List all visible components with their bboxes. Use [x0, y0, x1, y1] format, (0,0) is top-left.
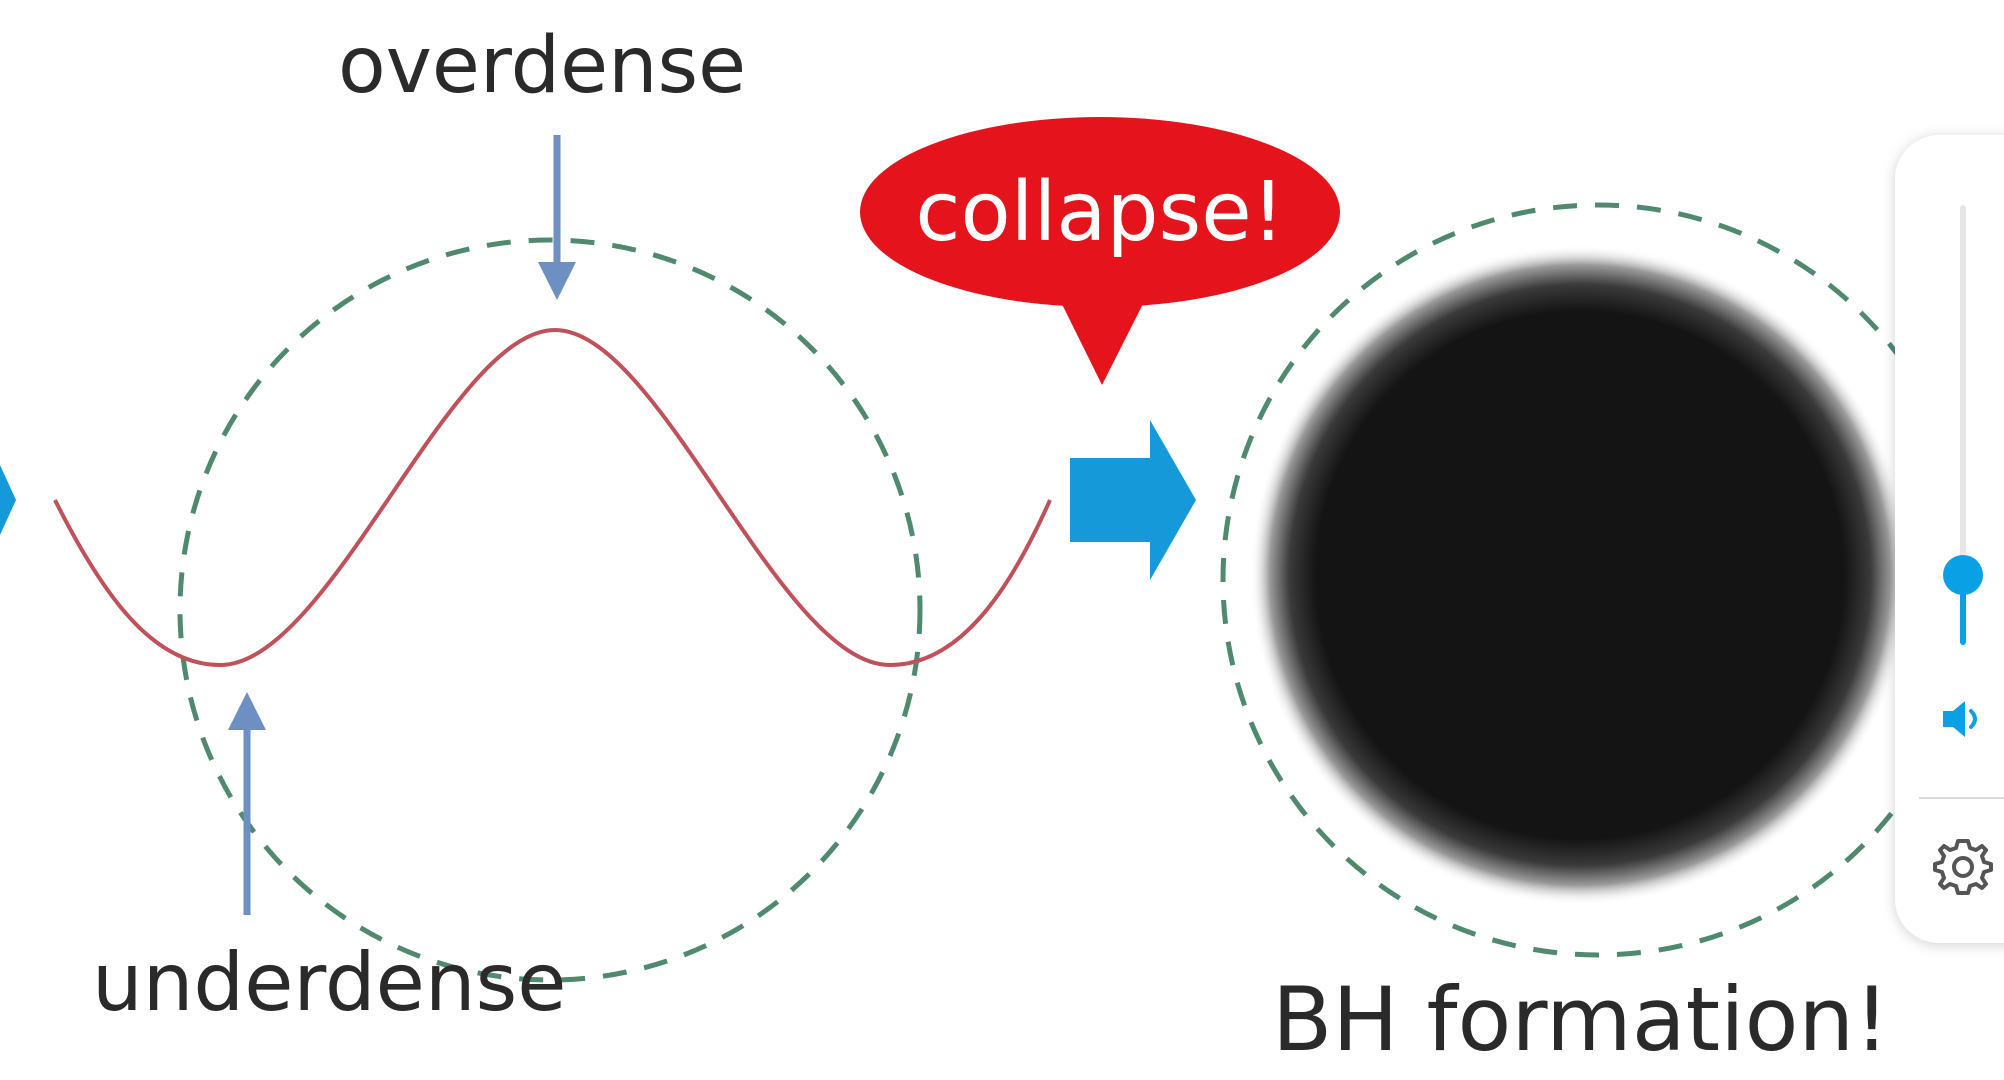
overdense-label: overdense — [338, 21, 746, 111]
horizon-circle-left — [177, 237, 923, 983]
underdense-label: underdense — [92, 936, 567, 1029]
media-control-panel — [1895, 135, 2004, 943]
speaker-icon — [1943, 701, 1977, 737]
overdense-arrow — [538, 135, 576, 300]
underdense-arrow — [228, 692, 266, 915]
bh-formation-label: BH formation! — [1272, 968, 1889, 1071]
settings-button[interactable] — [1931, 835, 1995, 899]
gear-icon — [1933, 839, 1993, 895]
black-hole — [1250, 245, 1910, 905]
volume-slider[interactable] — [1943, 205, 1983, 645]
incoming-arrow-partial — [0, 465, 16, 535]
collapse-bubble: collapse! — [860, 117, 1340, 385]
volume-slider-fill — [1960, 575, 1966, 645]
density-wave — [53, 327, 1052, 668]
mute-button[interactable] — [1937, 693, 1989, 745]
panel-divider — [1919, 797, 2004, 799]
volume-slider-track — [1960, 205, 1966, 645]
volume-slider-thumb[interactable] — [1943, 555, 1983, 595]
collapse-label: collapse! — [915, 165, 1284, 260]
collapse-arrow — [1070, 420, 1196, 580]
